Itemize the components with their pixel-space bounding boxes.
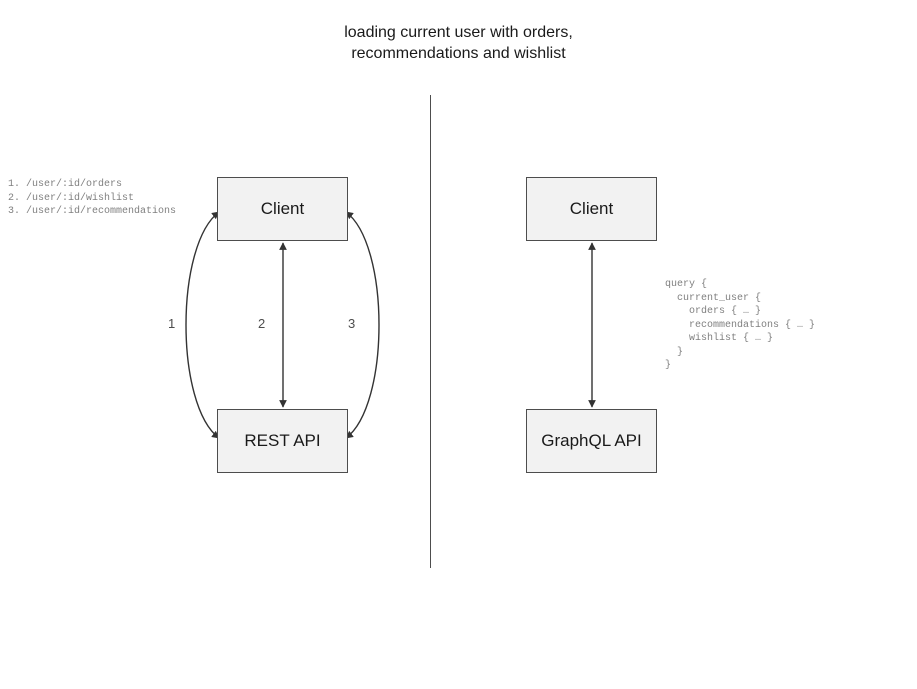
edge-label-3: 3 — [348, 316, 356, 331]
node-client-rest[interactable]: Client — [217, 177, 348, 241]
node-graphql-api[interactable]: GraphQL API — [526, 409, 657, 473]
edge-rest-1 — [185, 211, 220, 439]
node-rest-api[interactable]: REST API — [217, 409, 348, 473]
vertical-divider — [430, 95, 431, 568]
node-client-graphql[interactable]: Client — [526, 177, 657, 241]
edge-label-2: 2 — [258, 316, 266, 331]
rest-endpoint-list: 1. /user/:id/orders 2. /user/:id/wishlis… — [8, 179, 177, 217]
graphql-query-snippet: query { current_user { orders { … } reco… — [665, 279, 816, 371]
edge-label-1: 1 — [168, 316, 176, 331]
diagram-title: loading current user with orders, recomm… — [344, 24, 573, 62]
